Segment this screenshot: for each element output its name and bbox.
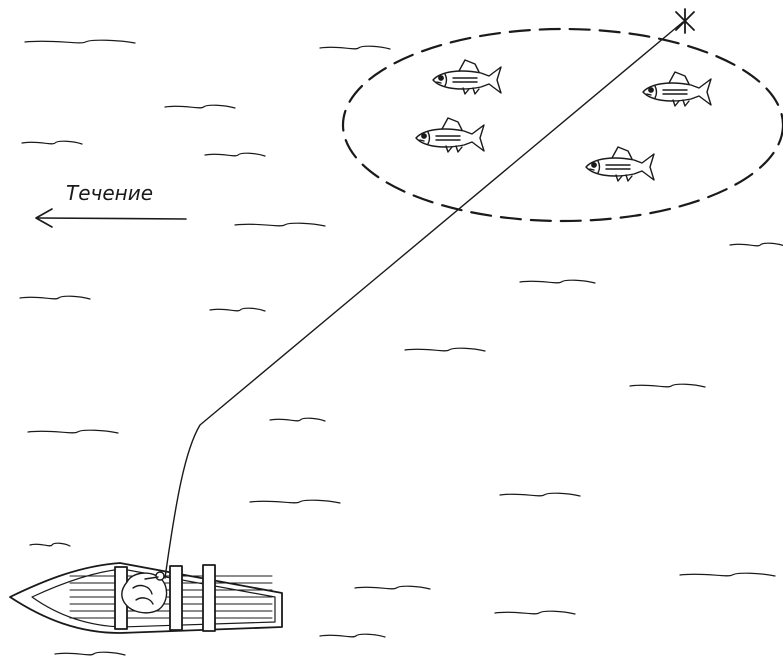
water-ripple bbox=[495, 611, 575, 614]
water-ripple bbox=[630, 384, 705, 387]
boat-seat-middle bbox=[170, 566, 182, 630]
current-arrow-icon bbox=[36, 209, 186, 227]
fish-school bbox=[416, 60, 711, 181]
water-ripple bbox=[55, 652, 125, 655]
fish-icon bbox=[586, 147, 654, 181]
water-ripple bbox=[210, 308, 265, 311]
water-ripple bbox=[20, 296, 90, 299]
fish-icon bbox=[643, 72, 711, 106]
fishing-line bbox=[165, 22, 683, 578]
water-ripple bbox=[165, 105, 235, 108]
current-indicator: Течение bbox=[36, 181, 186, 227]
water-ripple bbox=[520, 280, 595, 283]
water-ripple bbox=[22, 141, 82, 144]
water-ripple bbox=[30, 543, 70, 546]
rowboat-icon bbox=[10, 563, 282, 633]
water-ripple bbox=[320, 46, 390, 49]
water-ripple bbox=[250, 500, 340, 503]
water-ripple bbox=[500, 493, 580, 496]
fish-icon bbox=[433, 60, 501, 94]
water-ripple bbox=[730, 243, 783, 246]
water-ripple bbox=[270, 418, 325, 421]
asterisk-icon bbox=[676, 9, 694, 33]
water-ripple bbox=[355, 586, 430, 589]
water-ripple bbox=[680, 573, 775, 576]
water-ripple bbox=[25, 40, 135, 43]
angler-icon bbox=[122, 572, 167, 613]
water-ripple bbox=[235, 223, 325, 226]
water-ripple bbox=[205, 153, 265, 156]
water-ripple bbox=[28, 430, 118, 433]
water-ripple bbox=[320, 634, 385, 637]
water-ripple bbox=[405, 348, 485, 351]
boat-seat-back bbox=[203, 565, 215, 631]
fish-school-boundary bbox=[343, 29, 783, 221]
current-label: Течение bbox=[66, 181, 153, 205]
fish-icon bbox=[416, 118, 484, 152]
water-ripples bbox=[20, 40, 783, 655]
